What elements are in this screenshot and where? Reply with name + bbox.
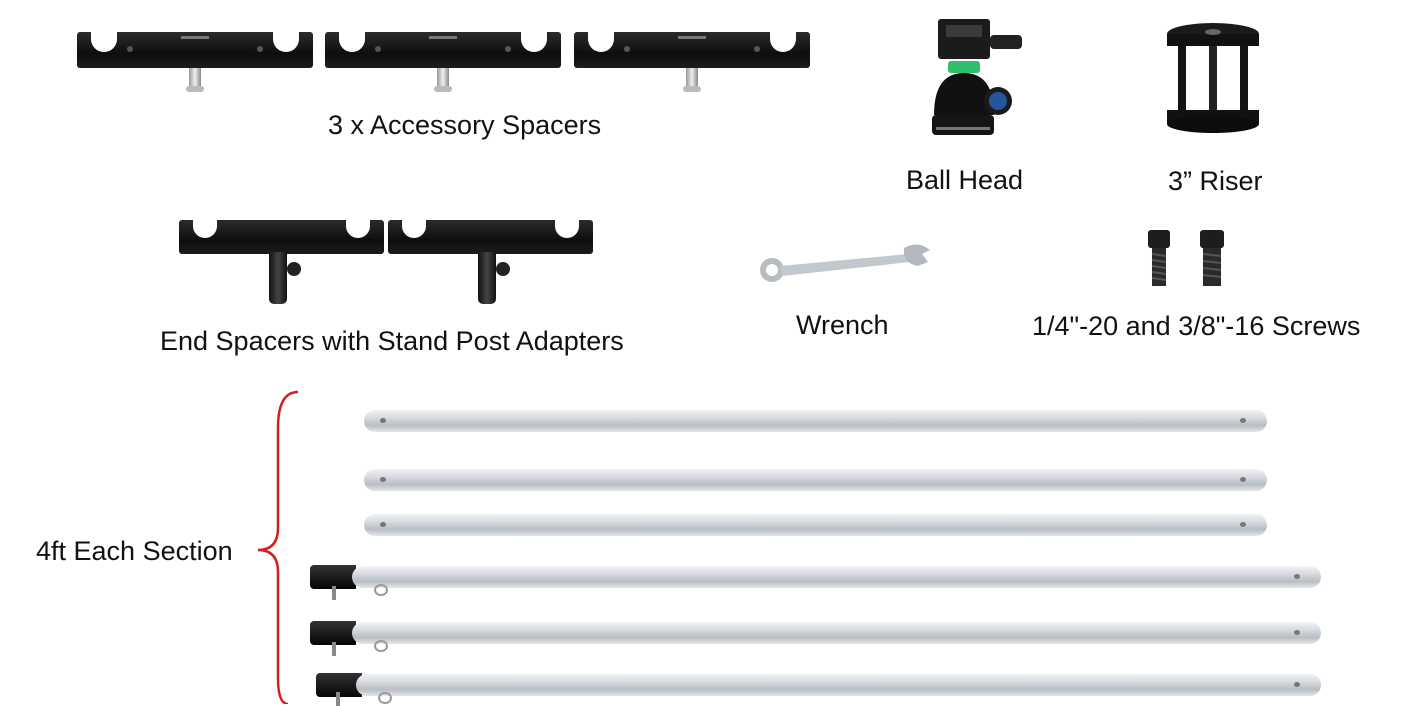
bracket-icon bbox=[257, 390, 299, 704]
pole-6 bbox=[356, 674, 1321, 696]
end-spacers-label: End Spacers with Stand Post Adapters bbox=[160, 326, 624, 356]
pole-5-cap bbox=[310, 621, 356, 645]
pole-5-ring bbox=[374, 640, 388, 652]
pole-6-ring bbox=[378, 692, 392, 704]
pole-4 bbox=[352, 566, 1321, 588]
pole-3 bbox=[364, 514, 1267, 536]
riser-icon bbox=[1167, 23, 1259, 133]
pole-4-cap bbox=[310, 565, 356, 589]
accessory-spacer-1 bbox=[77, 30, 313, 92]
pole-5 bbox=[352, 622, 1321, 644]
ball-head-icon bbox=[932, 19, 1022, 135]
accessory-spacer-2 bbox=[325, 30, 561, 92]
end-spacer-2 bbox=[388, 218, 593, 304]
ball-head-label: Ball Head bbox=[906, 165, 1024, 195]
riser-label: 3” Riser bbox=[1168, 166, 1263, 196]
accessory-spacer-3 bbox=[574, 30, 810, 92]
end-spacer-1 bbox=[179, 218, 384, 304]
pole-4-pin bbox=[332, 586, 336, 600]
wrench-icon bbox=[760, 244, 930, 282]
pole-2 bbox=[364, 469, 1267, 491]
pole-4-ring bbox=[374, 584, 388, 596]
screws-icon bbox=[1148, 230, 1224, 286]
pole-6-pin bbox=[336, 692, 340, 706]
pole-5-pin bbox=[332, 642, 336, 656]
screws-label: 1/4"-20 and 3/8"-16 Screws bbox=[1032, 311, 1361, 341]
pole-1 bbox=[364, 410, 1267, 432]
section-length-label: 4ft Each Section bbox=[36, 536, 233, 566]
wrench-label: Wrench bbox=[796, 310, 889, 340]
accessory-spacers-label: 3 x Accessory Spacers bbox=[328, 110, 602, 140]
